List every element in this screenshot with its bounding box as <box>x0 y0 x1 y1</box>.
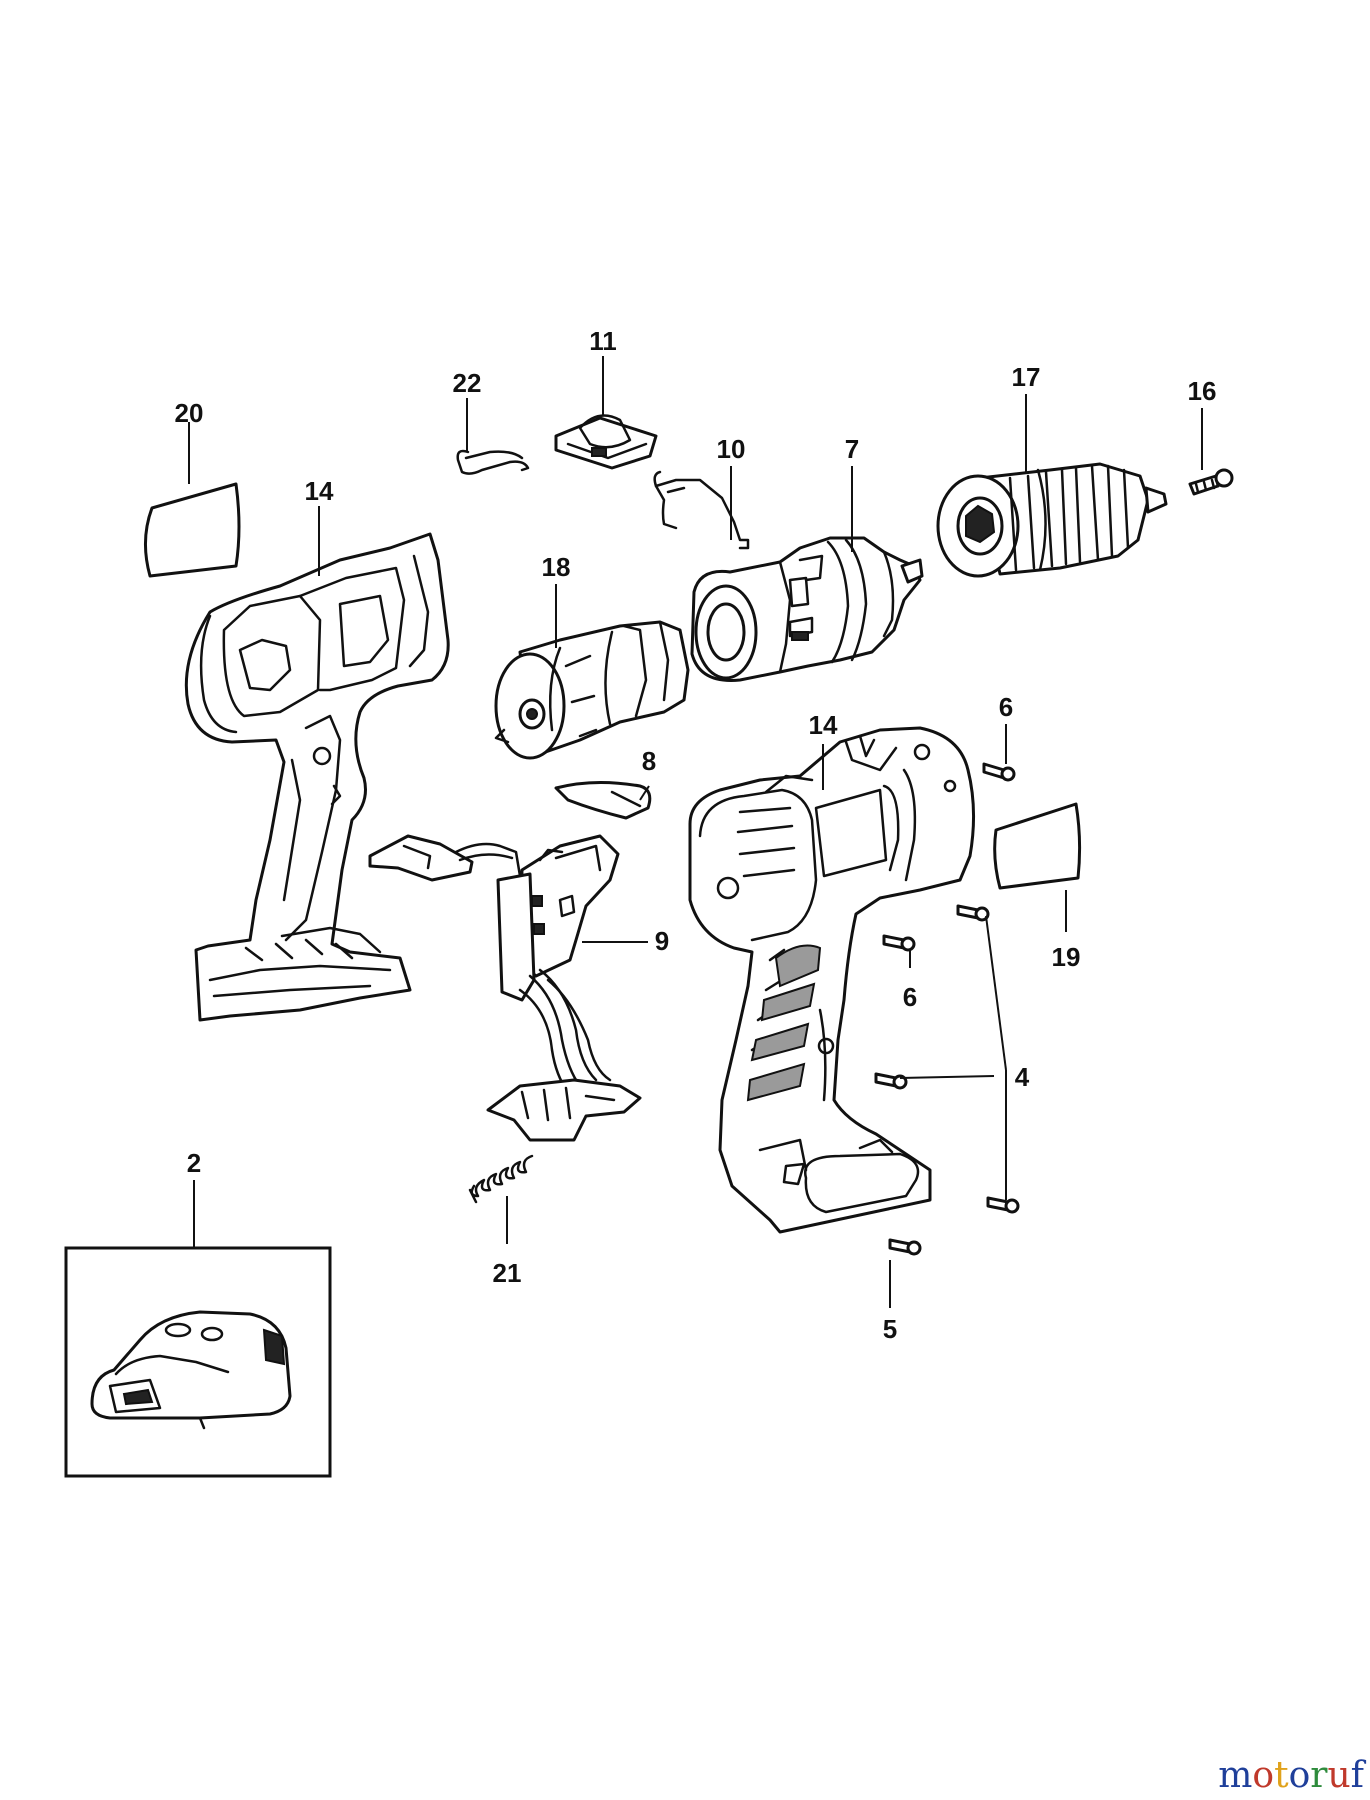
label-2: 2 <box>187 1148 201 1178</box>
part-17-chuck <box>936 462 1168 578</box>
part-21-spring <box>468 1154 534 1204</box>
part-14-right-housing <box>688 726 976 1234</box>
label-14-right: 14 <box>809 710 838 740</box>
label-6-upper: 6 <box>999 692 1013 722</box>
part-22-wire-clip <box>456 449 530 475</box>
watermark-logo: motoruf <box>1218 1755 1364 1796</box>
watermark-letter: t <box>1274 1755 1289 1796</box>
label-4: 4 <box>1015 1062 1030 1092</box>
label-16: 16 <box>1188 376 1217 406</box>
part-4-screw-a <box>956 904 990 922</box>
watermark-letter: o <box>1252 1755 1275 1796</box>
label-14-left: 14 <box>305 476 334 506</box>
part-6-screw-upper <box>982 762 1016 782</box>
part-9-switch <box>368 834 642 1142</box>
part-4-screw-c <box>986 1196 1020 1214</box>
part-16-chuck-screw <box>1188 468 1234 496</box>
part-20-label-sticker <box>143 482 241 578</box>
part-7-gearbox <box>690 536 924 682</box>
label-17: 17 <box>1012 362 1041 392</box>
watermark-letter: o <box>1288 1755 1311 1796</box>
part-number-labels: 20 14 22 11 10 7 17 16 18 8 9 14 6 6 19 … <box>175 326 1217 1344</box>
part-19-label-sticker <box>993 802 1082 890</box>
label-7: 7 <box>845 434 859 464</box>
label-20: 20 <box>175 398 204 428</box>
watermark-letter: m <box>1218 1755 1253 1796</box>
watermark-letter: r <box>1310 1755 1328 1796</box>
part-2-battery-inset <box>64 1246 332 1478</box>
label-6-lower: 6 <box>903 982 917 1012</box>
part-8-trigger <box>554 780 652 820</box>
label-19: 19 <box>1052 942 1081 972</box>
part-5-screw <box>888 1238 922 1256</box>
part-6-screw-lower <box>882 934 916 952</box>
label-8: 8 <box>642 746 656 776</box>
part-10-clutch-spring <box>653 470 750 550</box>
label-10: 10 <box>717 434 746 464</box>
watermark-letter: f <box>1350 1755 1364 1796</box>
watermark-letter: u <box>1327 1755 1351 1796</box>
part-18-motor <box>494 620 690 760</box>
label-18: 18 <box>542 552 571 582</box>
label-9: 9 <box>655 926 669 956</box>
part-14-left-housing <box>184 532 450 1022</box>
part-11-direction-slider <box>554 414 658 470</box>
leader-lines <box>188 356 1203 1308</box>
label-21: 21 <box>493 1258 522 1288</box>
part-4-screw-b <box>874 1072 908 1090</box>
label-22: 22 <box>453 368 482 398</box>
label-11: 11 <box>589 326 617 356</box>
label-5: 5 <box>883 1314 897 1344</box>
